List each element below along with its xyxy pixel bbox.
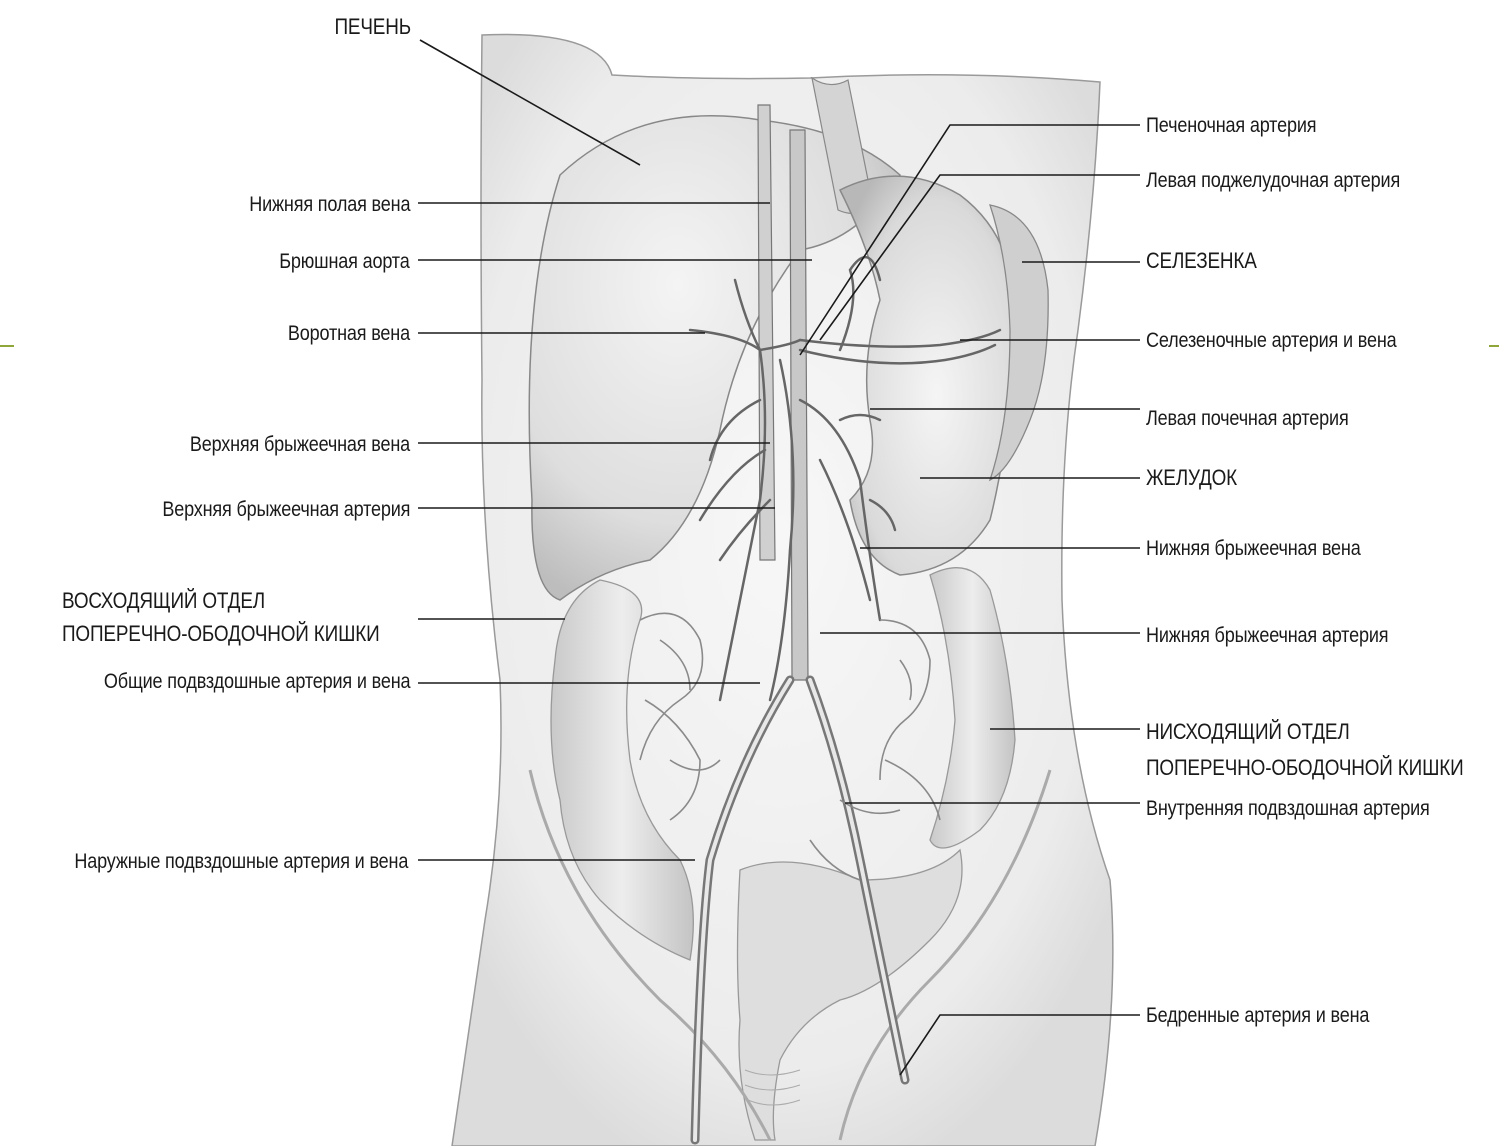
label-descending-colon-line2: ПОПЕРЕЧНО-ОБОДОЧНОЙ КИШКИ: [1146, 755, 1464, 780]
label-abdominal-aorta: Брюшная аорта: [280, 249, 410, 274]
label-inferior-mesenteric-artery: Нижняя брыжеечная артерия: [1146, 623, 1388, 648]
label-descending-colon-line1: НИСХОДЯЩИЙ ОТДЕЛ: [1146, 719, 1350, 744]
label-superior-mesenteric-vein: Верхняя брыжеечная вена: [190, 432, 410, 457]
label-spleen: СЕЛЕЗЕНКА: [1146, 248, 1257, 273]
label-left-renal-artery: Левая почечная артерия: [1146, 406, 1349, 431]
label-common-iliac: Общие подвздошные артерия и вена: [103, 669, 410, 694]
label-external-iliac: Наружные подвздошные артерия и вена: [74, 849, 408, 874]
label-left-pancreatic-artery: Левая поджелудочная артерия: [1146, 168, 1400, 193]
label-hepatic-artery: Печеночная артерия: [1146, 113, 1316, 138]
label-splenic-artery-vein: Селезеночные артерия и вена: [1146, 328, 1397, 353]
label-portal-vein: Воротная вена: [288, 321, 410, 346]
label-stomach: ЖЕЛУДОК: [1146, 465, 1237, 490]
label-liver: ПЕЧЕНЬ: [335, 14, 411, 39]
abdominal-aorta: [790, 130, 808, 680]
label-inferior-vena-cava: Нижняя полая вена: [249, 192, 410, 217]
label-inferior-mesenteric-vein: Нижняя брыжеечная вена: [1146, 536, 1361, 561]
label-ascending-colon-line2: ПОПЕРЕЧНО-ОБОДОЧНОЙ КИШКИ: [62, 621, 380, 646]
label-ascending-colon-line1: ВОСХОДЯЩИЙ ОТДЕЛ: [62, 588, 265, 613]
stomach-shape: [840, 176, 1015, 575]
label-internal-iliac-artery: Внутренняя подвздошная артерия: [1146, 796, 1430, 821]
label-superior-mesenteric-artery: Верхняя брыжеечная артерия: [162, 497, 410, 522]
label-femoral: Бедренные артерия и вена: [1146, 1003, 1369, 1028]
